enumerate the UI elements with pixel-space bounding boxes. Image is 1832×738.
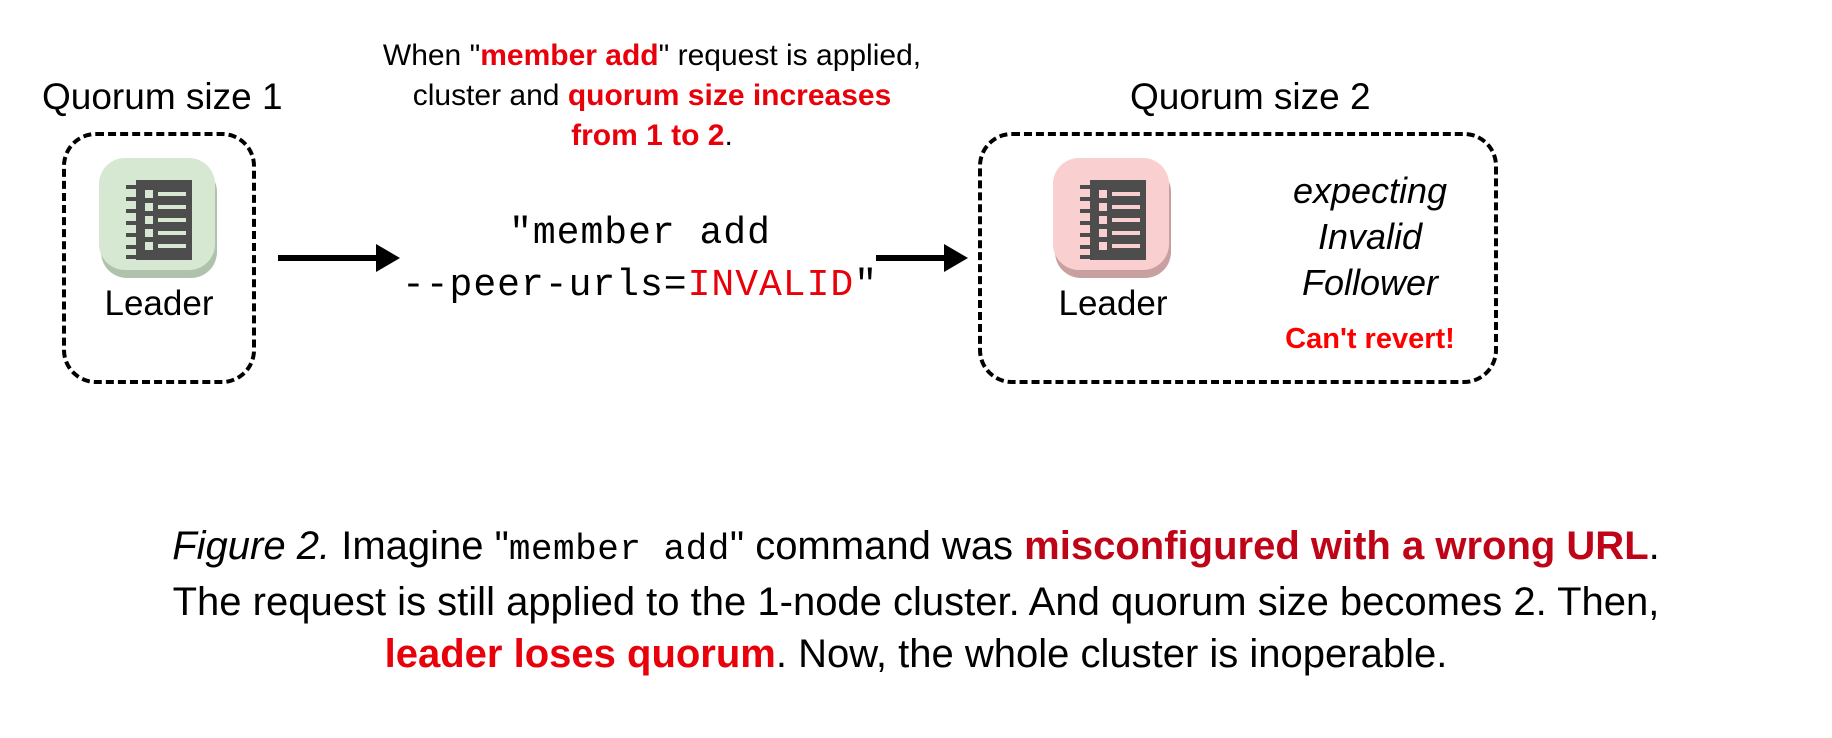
caption-line-2: The request is still applied to the 1-no… xyxy=(172,580,1660,624)
notebook-ring xyxy=(1080,233,1094,237)
notebook-line xyxy=(1112,192,1140,196)
caption-seg-7: . Now, the whole cluster is inoperable. xyxy=(775,632,1448,676)
icon-tile xyxy=(99,158,215,270)
caption-misconfigured-highlight: misconfigured with a wrong URL xyxy=(1024,524,1649,568)
notebook-ring xyxy=(1080,245,1094,249)
command-closing-quote: " xyxy=(854,264,879,307)
top-annotation-line-2: cluster and quorum size increases xyxy=(352,76,952,116)
right-cluster-status: expecting Invalid Follower Can't revert! xyxy=(1250,168,1490,356)
caption-seg-1: Imagine " xyxy=(330,524,509,568)
top-note-line3-suffix: . xyxy=(724,119,733,152)
left-cluster-box xyxy=(62,132,256,384)
notebook-ring xyxy=(126,209,140,213)
notebook-line xyxy=(1112,205,1140,209)
notebook-line xyxy=(158,218,186,222)
notebook-ring xyxy=(1080,197,1094,201)
notebook-ring xyxy=(1080,209,1094,213)
top-note-range-highlight: from 1 to 2 xyxy=(571,119,725,152)
notebook-ring xyxy=(126,221,140,225)
command-line-2: --peer-urls=INVALID" xyxy=(400,260,880,312)
top-note-line1-prefix: When " xyxy=(382,39,481,72)
notebook-line xyxy=(1112,231,1140,235)
notebook-line xyxy=(158,205,186,209)
notebook-bullet xyxy=(1099,203,1107,211)
caption-figure-label: Figure 2. xyxy=(172,524,331,568)
notebook-bullet xyxy=(145,242,153,250)
notebook-glyph xyxy=(126,180,192,260)
notebook-line xyxy=(1112,244,1140,248)
notebook-ring xyxy=(1080,221,1094,225)
notebook-bullet xyxy=(1099,242,1107,250)
top-annotation: When "member add" request is applied, cl… xyxy=(352,36,952,156)
status-line-follower: Follower xyxy=(1301,262,1439,303)
notebook-ring xyxy=(126,233,140,237)
caption-quorum-highlight: leader loses quorum xyxy=(384,632,776,676)
status-warning-badge: Can't revert! xyxy=(1285,323,1455,355)
arrow-left-to-command xyxy=(278,244,400,272)
arrow-command-to-right xyxy=(876,244,968,272)
status-line-expecting: expecting xyxy=(1292,170,1448,211)
command-flag: --peer-urls= xyxy=(401,264,688,307)
notebook-icon xyxy=(1051,152,1175,280)
notebook-bullet xyxy=(1099,229,1107,237)
caption-line-3: leader loses quorum. Now, the whole clus… xyxy=(36,628,1796,680)
figure-caption: Figure 2. Imagine "member add" command w… xyxy=(36,520,1796,680)
notebook-bullet xyxy=(1099,216,1107,224)
notebook-glyph xyxy=(1080,180,1146,260)
notebook-line xyxy=(158,192,186,196)
caption-seg-5: . xyxy=(1648,524,1660,568)
arrow-head xyxy=(376,244,400,272)
caption-command-mono: member add xyxy=(508,529,730,570)
notebook-ring xyxy=(126,197,140,201)
arrow-shaft xyxy=(278,255,378,261)
notebook-line xyxy=(158,231,186,235)
icon-tile xyxy=(1053,158,1169,270)
left-cluster-title: Quorum size 1 xyxy=(42,76,283,117)
notebook-icon xyxy=(97,152,221,280)
notebook-ring xyxy=(126,255,140,259)
notebook-bullet xyxy=(1099,190,1107,198)
top-note-line1-suffix: " request is applied, xyxy=(658,39,922,72)
notebook-bullet xyxy=(145,229,153,237)
notebook-ring xyxy=(126,245,140,249)
notebook-bullet xyxy=(145,190,153,198)
notebook-line xyxy=(158,244,186,248)
arrow-head xyxy=(944,244,968,272)
right-cluster-title: Quorum size 2 xyxy=(1130,76,1371,117)
top-annotation-line-3: from 1 to 2. xyxy=(352,116,952,156)
right-leader-node: Leader xyxy=(1038,152,1188,324)
top-annotation-line-1: When "member add" request is applied, xyxy=(352,36,952,76)
caption-seg-3: " command was xyxy=(729,524,1025,568)
caption-line-1: Figure 2. Imagine "member add" command w… xyxy=(36,520,1796,576)
left-leader-node: Leader xyxy=(84,152,234,324)
command-text: "member add --peer-urls=INVALID" xyxy=(400,208,880,312)
top-note-command-highlight: member add xyxy=(480,39,659,72)
notebook-ring xyxy=(1080,255,1094,259)
top-note-line2-prefix: cluster and xyxy=(412,79,568,112)
command-line-1: "member add xyxy=(509,212,771,255)
right-node-label: Leader xyxy=(1058,284,1168,323)
notebook-bullet xyxy=(145,203,153,211)
right-cluster-box xyxy=(978,132,1498,384)
command-invalid-value: INVALID xyxy=(687,264,855,307)
notebook-bullet xyxy=(145,216,153,224)
notebook-ring xyxy=(1080,185,1094,189)
arrow-shaft xyxy=(876,255,946,261)
top-note-quorum-highlight: quorum size increases xyxy=(567,79,892,112)
status-line-invalid: Invalid xyxy=(1317,216,1423,257)
left-node-label: Leader xyxy=(104,284,214,323)
notebook-ring xyxy=(126,185,140,189)
notebook-line xyxy=(1112,218,1140,222)
